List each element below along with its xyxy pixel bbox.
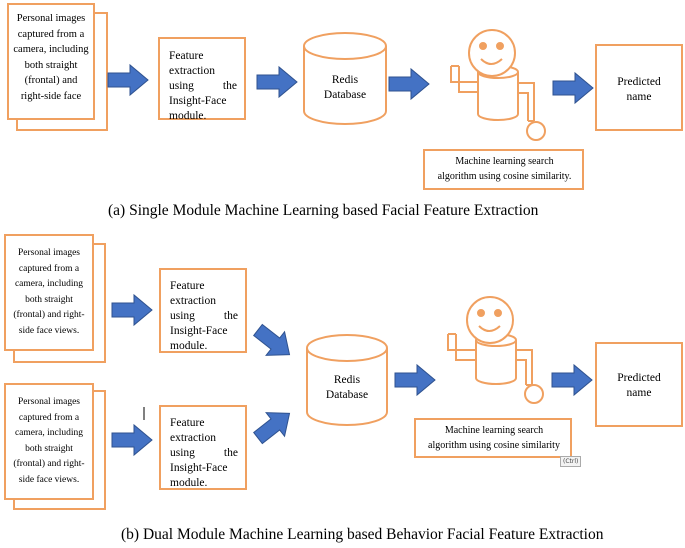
search-text-b: Machine learning search algorithm using … — [428, 425, 560, 451]
arrow-search-to-output-a — [552, 72, 594, 104]
arrow-feature-to-db-a — [256, 66, 298, 98]
robot-icon-b — [447, 296, 544, 404]
db-text-b: Redis Database — [325, 374, 369, 401]
feature1-box-b: Feature extraction using the Insight-Fac… — [159, 268, 247, 353]
caption-b: (b) Dual Module Machine Learning based B… — [121, 526, 604, 543]
feature2-box-b: Feature extraction using the Insight-Fac… — [159, 405, 247, 490]
feature-box-a: Feature extraction using the Insight-Fac… — [158, 37, 246, 122]
robot-icon-a — [450, 29, 546, 141]
paste-options-button[interactable]: (Ctrl) — [560, 456, 582, 467]
input2-box-b: Personal images captured from a camera, … — [4, 383, 94, 500]
arrow-feature1-to-db-b — [248, 317, 300, 367]
input1-box-b: Personal images captured from a camera, … — [4, 234, 94, 351]
arrow-db-to-search-a — [388, 68, 430, 100]
input2-text-b: Personal images captured from a camera, … — [13, 397, 85, 485]
search-box-a: Machine learning search algorithm using … — [423, 149, 584, 190]
search-text-a: Machine learning search algorithm using … — [437, 156, 572, 182]
feature1-text-b: Feature extraction using the Insight-Fac… — [170, 280, 238, 352]
output-text-b: Predicted name — [617, 372, 661, 399]
search-box-b: Machine learning search algorithm using … — [414, 418, 572, 458]
arrow-feature2-to-db-b — [248, 401, 300, 451]
database-cylinder-b — [306, 334, 388, 426]
feature-text-a: Feature extraction using the Insight-Fac… — [169, 50, 237, 122]
arrow-input-to-feature-a — [107, 64, 149, 96]
output-text-a: Predicted name — [617, 76, 661, 103]
output-box-b: Predicted name — [595, 342, 683, 427]
arrow-input2-to-feature2-b — [111, 424, 153, 456]
input1-text-b: Personal images captured from a camera, … — [13, 248, 85, 336]
input-text-a: Personal images captured from a camera, … — [13, 13, 89, 102]
caption-a: (a) Single Module Machine Learning based… — [108, 202, 539, 219]
db-text-a: Redis Database — [323, 74, 367, 101]
database-cylinder-a — [303, 32, 387, 125]
arrow-db-to-search-b — [394, 364, 436, 396]
arrow-input1-to-feature1-b — [111, 294, 153, 326]
output-box-a: Predicted name — [595, 44, 683, 131]
input-box-a: Personal images captured from a camera, … — [7, 3, 95, 120]
arrow-search-to-output-b — [551, 364, 593, 396]
feature2-text-b: Feature extraction using the Insight-Fac… — [170, 417, 238, 489]
